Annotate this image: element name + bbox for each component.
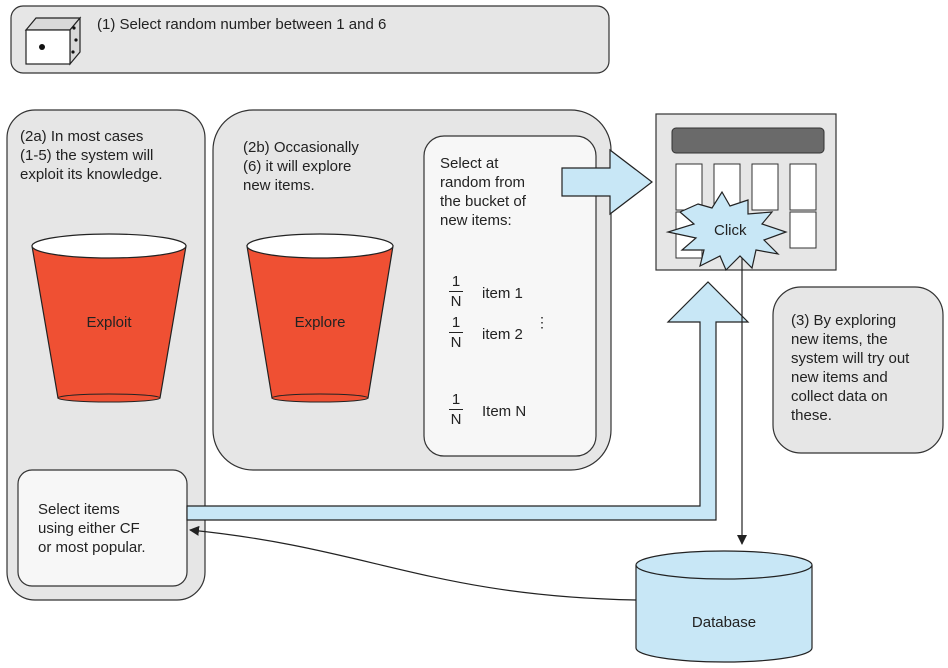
item1-label: item 1: [482, 285, 523, 302]
step2b-line: (2b) Occasionally: [243, 139, 359, 156]
itemN-label: Item N: [482, 403, 527, 420]
step2a-line: (1-5) the system will: [20, 147, 154, 164]
random-select-text: Select at random from the bucket of new …: [440, 154, 526, 230]
item1-probability: 1 N: [449, 273, 463, 310]
step3-line: these.: [791, 407, 832, 424]
select-items-line: Select items: [38, 501, 120, 518]
explore-label: Explore: [294, 314, 346, 331]
exploit-label: Exploit: [86, 314, 132, 331]
step2b-line: (6) it will explore: [243, 158, 352, 175]
database-to-select-arrow: [189, 525, 637, 601]
exploit-bucket: [31, 233, 187, 403]
click-burst: [665, 190, 788, 272]
step3-panel: [772, 286, 944, 454]
step3-line: system will try out: [791, 350, 910, 367]
explore-bucket: [246, 233, 394, 403]
step2a-line: (2a) In most cases: [20, 128, 144, 145]
feedback-arrow: [186, 281, 750, 521]
random-select-line: Select at: [440, 155, 499, 172]
step2b-line: new items.: [243, 177, 315, 194]
dice-icon: [24, 16, 82, 66]
select-items-line: using either CF: [38, 520, 140, 537]
random-select-line: random from: [440, 174, 526, 191]
step2b-text: (2b) Occasionally (6) it will explore ne…: [243, 138, 359, 195]
select-items-box: [17, 469, 188, 587]
item2-probability: 1 N: [449, 314, 463, 351]
database-label: Database: [691, 614, 757, 631]
step3-text: (3) By exploring new items, the system w…: [791, 311, 909, 425]
step1-panel: [10, 5, 610, 74]
select-items-line: or most popular.: [38, 539, 146, 556]
click-label: Click: [714, 222, 747, 239]
itemN-probability: 1 N: [449, 391, 463, 428]
items-ellipsis: ⋮: [535, 314, 549, 330]
random-select-line: the bucket of: [440, 193, 526, 210]
select-items-text: Select items using either CF or most pop…: [38, 500, 146, 557]
step3-line: collect data on: [791, 388, 888, 405]
step3-line: new items and: [791, 369, 888, 386]
step3-line: (3) By exploring: [791, 312, 897, 329]
item2-label: item 2: [482, 326, 523, 343]
step2a-text: (2a) In most cases (1-5) the system will…: [20, 127, 163, 184]
explore-to-ui-arrow: [561, 148, 653, 216]
random-select-box: [423, 135, 597, 457]
step3-line: new items, the: [791, 331, 888, 348]
database-cylinder: [635, 550, 813, 663]
step1-text: (1) Select random number between 1 and 6: [97, 16, 387, 33]
random-select-line: new items:: [440, 212, 512, 229]
step2a-line: exploit its knowledge.: [20, 166, 163, 183]
